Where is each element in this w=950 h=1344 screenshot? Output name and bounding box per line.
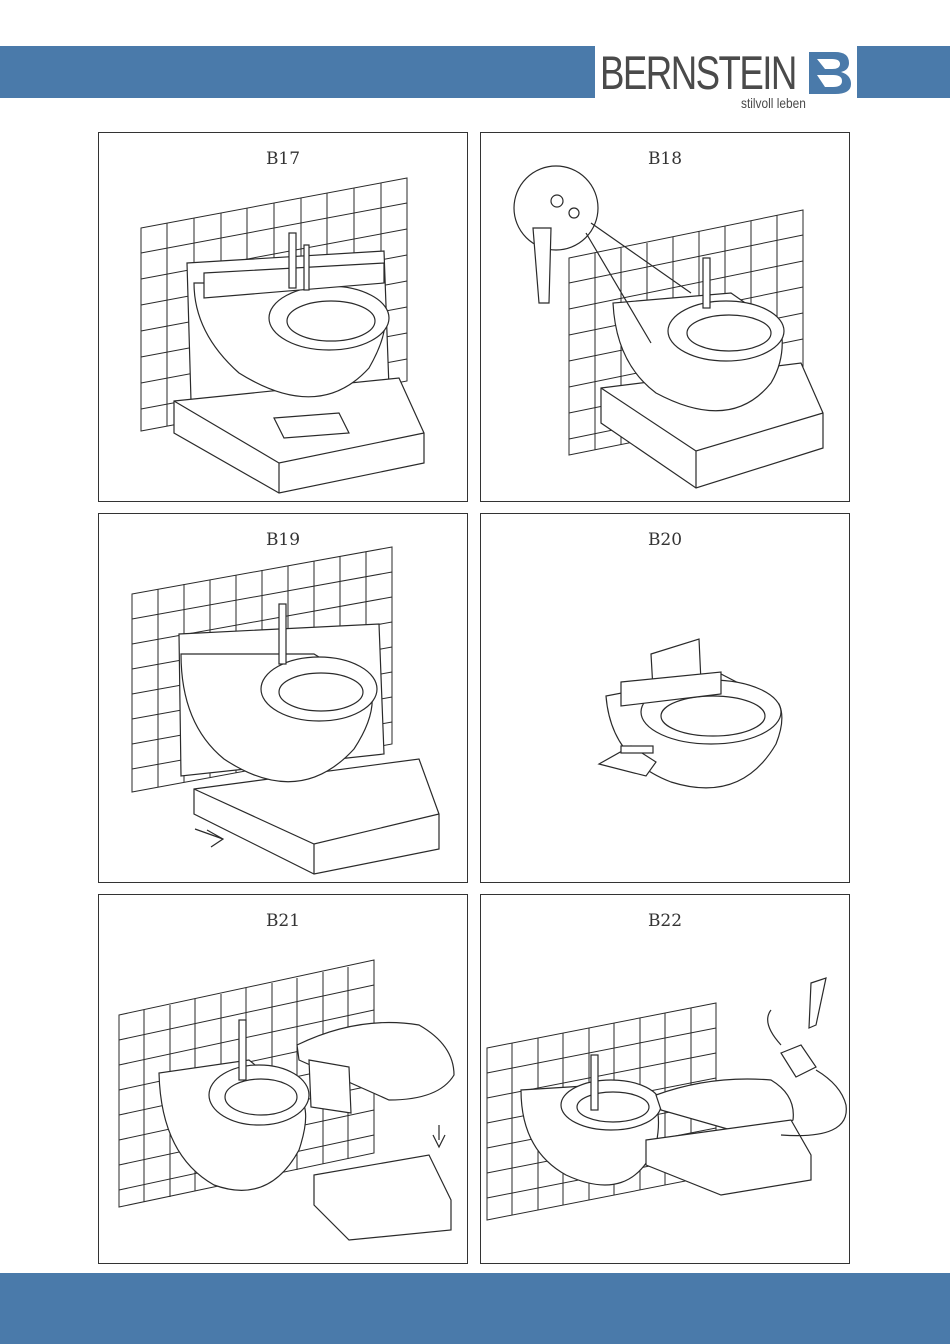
step-panel-b20: B20	[480, 513, 850, 883]
step-illustration-b17	[99, 133, 469, 503]
arrow-down-icon	[433, 1125, 445, 1147]
step-illustration-b22	[481, 895, 851, 1265]
brand-tagline: stilvoll leben	[741, 95, 806, 111]
footer-band	[0, 1273, 950, 1344]
arrow-icon	[195, 829, 223, 847]
brand-name: BERNSTEIN	[600, 48, 796, 98]
step-illustration-b20	[481, 514, 851, 884]
zoom-detail	[514, 166, 598, 250]
step-illustration-b18	[481, 133, 851, 503]
step-illustration-b19	[99, 514, 469, 884]
wrench-icon	[533, 228, 551, 303]
step-panel-b21: B21	[98, 894, 468, 1264]
step-panel-b18: B18	[480, 132, 850, 502]
step-panel-b19: B19	[98, 513, 468, 883]
brand-b-logo-icon	[805, 50, 853, 96]
screwdriver-icon	[809, 978, 826, 1028]
step-illustration-b21	[99, 895, 469, 1265]
step-panel-b17: B17	[98, 132, 468, 502]
step-panel-b22: B22	[480, 894, 850, 1264]
